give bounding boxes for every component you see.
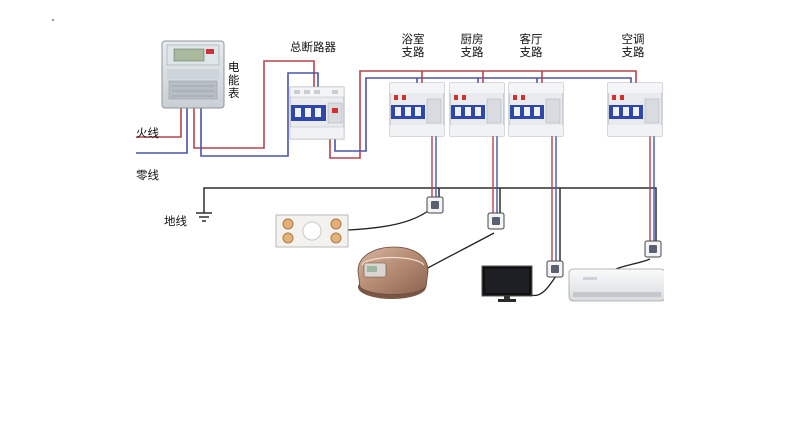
ground-wires bbox=[196, 187, 657, 261]
wiring-svg bbox=[136, 40, 666, 302]
branch-breaker-living-room bbox=[508, 82, 564, 137]
live-wire-label: 火线 bbox=[136, 126, 159, 140]
household-wiring-diagram: 电能表 总断路器 火线 零线 地线 浴室支路 厨房支路 客厅支路 空调支路 bbox=[136, 32, 666, 305]
branch-label-living-room: 客厅支路 bbox=[519, 32, 543, 59]
incoming-wires bbox=[136, 60, 319, 157]
meter-label: 电能表 bbox=[228, 60, 240, 100]
socket-bathroom bbox=[426, 196, 444, 214]
computer-monitor bbox=[481, 265, 533, 302]
socket-living-room bbox=[546, 260, 564, 278]
bus-wires bbox=[329, 70, 637, 159]
bath-heater bbox=[275, 214, 349, 248]
branch-drop-wires bbox=[431, 136, 655, 261]
rice-cooker bbox=[357, 246, 429, 299]
main-breaker-label: 总断路器 bbox=[290, 40, 336, 54]
energy-meter bbox=[161, 40, 225, 109]
branch-breaker-air-conditioner bbox=[607, 82, 663, 137]
branch-label-bathroom: 浴室支路 bbox=[401, 32, 425, 59]
socket-air-conditioner bbox=[644, 240, 662, 258]
appliance-cords bbox=[347, 210, 651, 297]
ground-wire-label: 地线 bbox=[164, 214, 187, 228]
socket-kitchen bbox=[487, 212, 505, 230]
main-breaker bbox=[289, 86, 345, 140]
branch-breaker-kitchen bbox=[449, 82, 505, 137]
branch-label-kitchen: 厨房支路 bbox=[460, 32, 484, 59]
corner-dot bbox=[52, 19, 54, 21]
neutral-wire-label: 零线 bbox=[136, 168, 159, 182]
branch-breaker-bathroom bbox=[389, 82, 445, 137]
branch-label-air-conditioner: 空调支路 bbox=[621, 32, 645, 59]
air-conditioner bbox=[568, 268, 666, 302]
